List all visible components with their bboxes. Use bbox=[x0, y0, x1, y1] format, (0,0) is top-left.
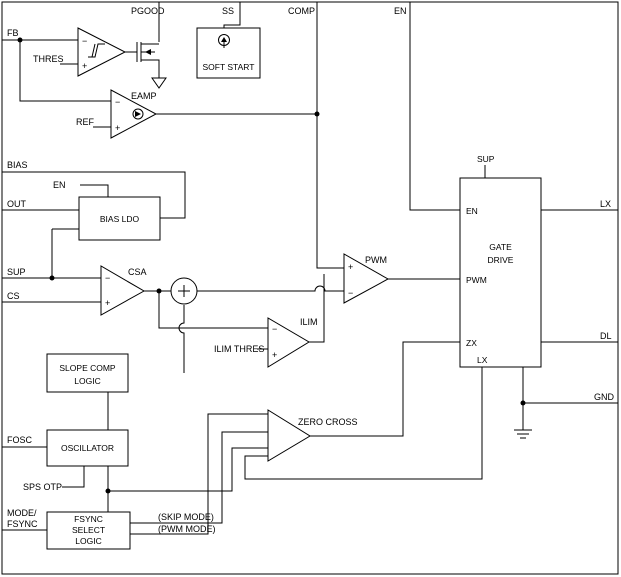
slope-comp-block: SLOPE COMP LOGIC bbox=[46, 353, 129, 393]
gate-drive-pin-lx: LX bbox=[477, 355, 488, 365]
zero-cross-label: ZERO CROSS bbox=[298, 417, 358, 427]
gate-drive-label-line2: DRIVE bbox=[488, 255, 514, 265]
slope-comp-label-line1: SLOPE COMP bbox=[59, 363, 116, 373]
bias-ldo-block: BIAS LDO bbox=[78, 196, 161, 241]
eamp-label: EAMP bbox=[131, 91, 157, 101]
bias-ldo-label: BIAS LDO bbox=[100, 214, 140, 224]
pin-pgood: PGOOD bbox=[131, 6, 165, 16]
pin-en-ldo: EN bbox=[53, 180, 66, 190]
pin-lx: LX bbox=[600, 199, 611, 209]
pin-sup: SUP bbox=[7, 267, 26, 277]
pwm-plus: + bbox=[348, 262, 353, 272]
pwm-label: PWM bbox=[365, 255, 387, 265]
slope-comp-label-line2: LOGIC bbox=[74, 376, 100, 386]
pin-ref: REF bbox=[76, 117, 95, 127]
pin-ss: SS bbox=[222, 6, 234, 16]
gate-drive-pin-sup: SUP bbox=[477, 154, 495, 164]
junctions bbox=[17, 37, 526, 494]
fb-comparator: − + bbox=[77, 27, 127, 77]
gate-drive-pin-pwm: PWM bbox=[466, 275, 487, 285]
pin-gnd: GND bbox=[594, 392, 615, 402]
pin-cs: CS bbox=[7, 291, 20, 301]
fsync-label-line1: FSYNC bbox=[74, 514, 103, 524]
pin-dl: DL bbox=[600, 331, 612, 341]
wires bbox=[2, 2, 618, 535]
soft-start-block: SOFT START bbox=[196, 27, 261, 79]
gate-drive-block: GATE DRIVE EN PWM ZX LX SUP bbox=[459, 154, 542, 368]
pin-mode: MODE/ bbox=[7, 508, 37, 518]
oscillator-block: OSCILLATOR bbox=[46, 429, 129, 467]
ground-icon bbox=[514, 429, 532, 439]
gate-drive-label-line1: GATE bbox=[489, 242, 512, 252]
amplifier-labels: EAMP CSA PWM ILIM ZERO CROSS (SKIP MODE)… bbox=[128, 91, 387, 534]
current-sense-amplifier: − + bbox=[100, 265, 146, 316]
pin-bias: BIAS bbox=[7, 160, 28, 170]
csa-minus: − bbox=[105, 273, 110, 283]
pwm-comparator: + − bbox=[343, 253, 390, 304]
fb-comp-plus: + bbox=[82, 61, 87, 71]
pgood-mosfet-icon bbox=[136, 42, 167, 89]
oscillator-label: OSCILLATOR bbox=[61, 443, 114, 453]
csa-plus: + bbox=[105, 298, 110, 308]
pin-fb: FB bbox=[7, 28, 19, 38]
pin-comp: COMP bbox=[288, 6, 315, 16]
fb-comp-minus: − bbox=[82, 36, 87, 46]
pin-labels: FB THRES PGOOD SS COMP EN REF BIAS EN OU… bbox=[7, 6, 615, 529]
ilim-plus: + bbox=[272, 350, 277, 360]
pin-fsync: FSYNC bbox=[7, 519, 38, 529]
pin-thres: THRES bbox=[33, 54, 64, 64]
ilim-comparator: − + bbox=[267, 317, 310, 368]
ilim-minus: − bbox=[272, 324, 277, 334]
fsync-label-line2: SELECT bbox=[72, 525, 105, 535]
error-amplifier: − + bbox=[110, 89, 158, 139]
gate-drive-pin-zx: ZX bbox=[466, 338, 477, 348]
zero-cross-comparator bbox=[267, 409, 311, 462]
ilim-label: ILIM bbox=[300, 317, 318, 327]
skip-mode-label: (SKIP MODE) bbox=[158, 512, 214, 522]
pin-fosc: FOSC bbox=[7, 435, 33, 445]
soft-start-label: SOFT START bbox=[203, 62, 255, 72]
gate-drive-pin-en: EN bbox=[466, 206, 478, 216]
pwm-minus: − bbox=[348, 288, 353, 298]
summing-node-icon bbox=[170, 277, 198, 305]
pin-sps-otp: SPS OTP bbox=[23, 482, 62, 492]
eamp-plus: + bbox=[115, 123, 120, 133]
csa-label: CSA bbox=[128, 267, 147, 277]
pin-ilim-thres: ILIM THRES bbox=[214, 344, 264, 354]
pwm-mode-label: (PWM MODE) bbox=[158, 524, 216, 534]
fsync-select-block: FSYNC SELECT LOGIC bbox=[46, 511, 131, 550]
fsync-label-line3: LOGIC bbox=[75, 536, 101, 546]
pin-en-top: EN bbox=[394, 6, 407, 16]
eamp-minus: − bbox=[115, 97, 120, 107]
pin-out: OUT bbox=[7, 199, 27, 209]
hysteresis-icon bbox=[88, 43, 105, 58]
